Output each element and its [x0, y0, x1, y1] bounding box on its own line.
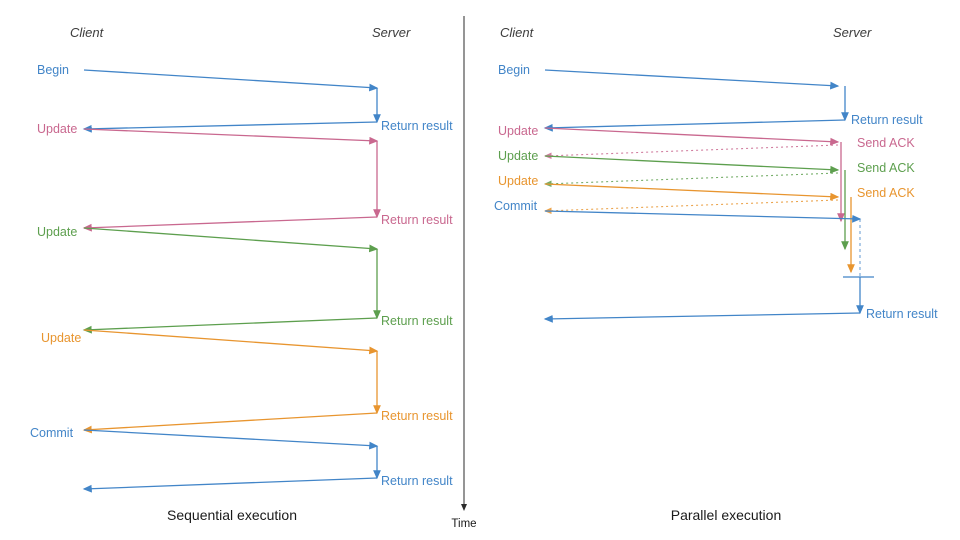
- request-arrow: [544, 210, 862, 223]
- request-arrow: [544, 183, 840, 201]
- reply-label: Send ACK: [857, 136, 915, 150]
- reply-label: Return result: [381, 409, 453, 423]
- time-axis-group: Time: [451, 16, 477, 530]
- response-arrow: [543, 172, 839, 188]
- request-arrow: [544, 69, 840, 90]
- response-arrow: [82, 317, 378, 334]
- time-axis-label: Time: [451, 518, 476, 530]
- reply-label: Send ACK: [857, 186, 915, 200]
- panel-caption: Parallel execution: [671, 507, 782, 523]
- request-label: Update: [498, 124, 538, 138]
- response-arrow: [82, 412, 378, 434]
- response-arrow: [82, 477, 378, 493]
- request-label: Update: [498, 174, 538, 188]
- lane-title-client: Client: [500, 25, 535, 40]
- reply-label: Return result: [381, 119, 453, 133]
- request-arrow: [83, 329, 379, 355]
- reply-label: Return result: [381, 474, 453, 488]
- request-arrow: [544, 127, 840, 146]
- request-label: Update: [37, 122, 77, 136]
- reply-label: Return result: [866, 307, 938, 321]
- response-arrow: [82, 121, 378, 133]
- request-label: Update: [37, 225, 77, 239]
- reply-label: Return result: [851, 113, 923, 127]
- request-arrow: [83, 227, 379, 253]
- request-arrow: [83, 69, 379, 92]
- lane-title-client: Client: [70, 25, 105, 40]
- request-label: Commit: [30, 426, 74, 440]
- reply-label: Return result: [381, 213, 453, 227]
- panel-caption: Sequential execution: [167, 507, 297, 523]
- response-arrow: [543, 119, 846, 132]
- response-arrow: [82, 216, 378, 232]
- reply-label: Send ACK: [857, 161, 915, 175]
- request-arrow: [83, 429, 379, 450]
- request-arrow: [544, 155, 840, 174]
- response-arrow: [543, 144, 839, 160]
- lane-title-server: Server: [372, 25, 411, 40]
- response-arrow: [543, 199, 839, 215]
- request-arrow: [83, 128, 379, 145]
- request-label: Commit: [494, 199, 538, 213]
- request-label: Update: [498, 149, 538, 163]
- reply-label: Return result: [381, 314, 453, 328]
- response-arrow: [543, 312, 861, 323]
- request-label: Begin: [498, 63, 530, 77]
- request-label: Begin: [37, 63, 69, 77]
- request-label: Update: [41, 331, 81, 345]
- lane-title-server: Server: [833, 25, 872, 40]
